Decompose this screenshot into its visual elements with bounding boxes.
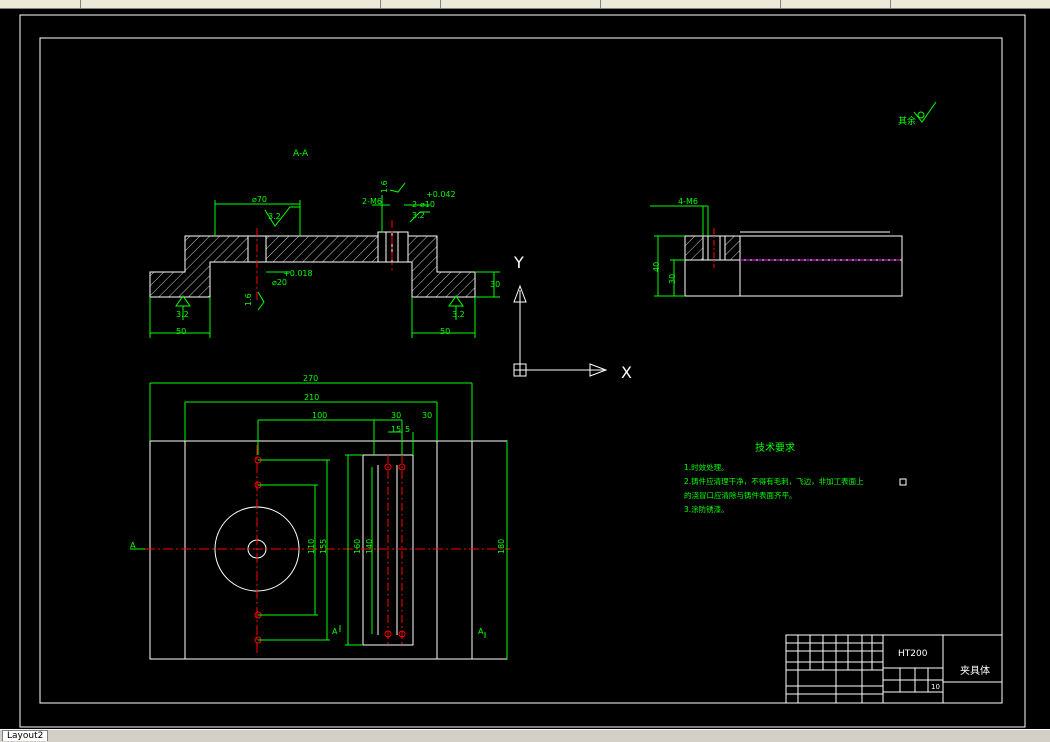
- title-block-material: HT200: [898, 649, 928, 659]
- roughness-1-6: 1.6: [380, 180, 389, 193]
- plan-view: 270 210 100 30 30 15 5 160 140 110 155 1…: [130, 374, 510, 660]
- toolbar-separator: [380, 0, 381, 8]
- section-mark-a: A: [478, 627, 484, 636]
- dim-30: 30: [668, 274, 677, 284]
- roughness-3-2: 3.2: [412, 211, 425, 220]
- section-mark-a: A: [332, 627, 338, 636]
- plan-outline: [149, 440, 508, 660]
- toolbar-separator: [80, 0, 81, 8]
- dim-50-left: 50: [176, 327, 186, 336]
- roughness-rest-note: 其余: [898, 101, 937, 127]
- tolerance-upper: +0.018: [283, 269, 313, 278]
- roughness-3-2: 3.2: [176, 310, 189, 319]
- section-label: A-A: [293, 149, 309, 159]
- tech-req-line: 的浇冒口应清除与铸件表面齐平。: [684, 490, 797, 500]
- tech-req-title: 技术要求: [755, 441, 795, 454]
- dim-140: 140: [365, 539, 374, 554]
- tech-req-line: 2.铸件应清理干净，不得有毛刺，飞边，非加工表面上: [684, 476, 864, 486]
- dim-210: 210: [304, 393, 319, 402]
- title-block-scale: 10: [931, 683, 940, 691]
- toolbar-strip[interactable]: [0, 0, 1050, 9]
- layout-tab[interactable]: Layout2: [2, 730, 49, 741]
- cursor-pickbox: [899, 478, 907, 486]
- section-view: A-A: [149, 149, 500, 338]
- side-view: 40 30 4-M6: [650, 197, 903, 297]
- dim-155: 155: [319, 539, 328, 554]
- drawing-canvas[interactable]: A-A: [0, 9, 1050, 729]
- dim-40: 40: [652, 262, 661, 272]
- bolt-bore: [377, 231, 409, 263]
- dim-4-m6: 4-M6: [678, 197, 698, 206]
- toolbar-separator: [600, 0, 601, 8]
- title-block: [785, 634, 1003, 704]
- x-axis-label: X: [621, 363, 632, 382]
- dim-110: 110: [307, 539, 316, 554]
- cad-drawing[interactable]: A-A: [0, 9, 1050, 729]
- dim-30: 30: [422, 411, 432, 420]
- roughness-rest-label: 其余: [898, 115, 916, 127]
- roughness-3-2: 3.2: [268, 212, 281, 221]
- status-bar: Layout2: [0, 729, 1050, 741]
- dim-30: 30: [391, 411, 401, 420]
- ucs-icon: Y X: [513, 253, 632, 382]
- title-block-part-name: 夹具体: [960, 664, 990, 677]
- dim-50-right: 50: [440, 327, 450, 336]
- paper-edge: [19, 14, 1026, 728]
- dim-5: 5: [405, 425, 410, 434]
- toolbar-separator: [440, 0, 441, 8]
- dim-dia70: ⌀70: [252, 195, 267, 204]
- drawing-frame: [39, 37, 1003, 704]
- roughness-1-6: 1.6: [244, 293, 253, 306]
- toolbar-separator: [890, 0, 891, 8]
- dim-270: 270: [303, 374, 318, 383]
- dim-dia20: ⌀20: [272, 278, 287, 287]
- tolerance-hole: +0.042: [426, 190, 456, 199]
- dim-100: 100: [312, 411, 327, 420]
- dim-2-m6: 2-M6: [362, 197, 382, 206]
- toolbar-separator: [780, 0, 781, 8]
- technical-requirements: 技术要求 1.时效处理。 2.铸件应清理干净，不得有毛刺，飞边，非加工表面上 的…: [684, 441, 864, 514]
- roughness-symbol: [913, 101, 937, 123]
- dim-30: 30: [490, 280, 500, 289]
- y-axis-label: Y: [513, 253, 524, 272]
- tech-req-line: 1.时效处理。: [684, 462, 729, 472]
- section-body: [149, 235, 476, 298]
- dim-180: 180: [497, 539, 506, 554]
- dim-15: 15: [391, 425, 401, 434]
- section-mark-a: A: [130, 541, 136, 550]
- dim-160: 160: [353, 539, 362, 554]
- tech-req-line: 3.涂防锈漆。: [684, 504, 729, 514]
- dim-2-dia10: 2-⌀10: [412, 200, 435, 209]
- roughness-3-2: 3.2: [452, 310, 465, 319]
- side-body: [684, 235, 903, 297]
